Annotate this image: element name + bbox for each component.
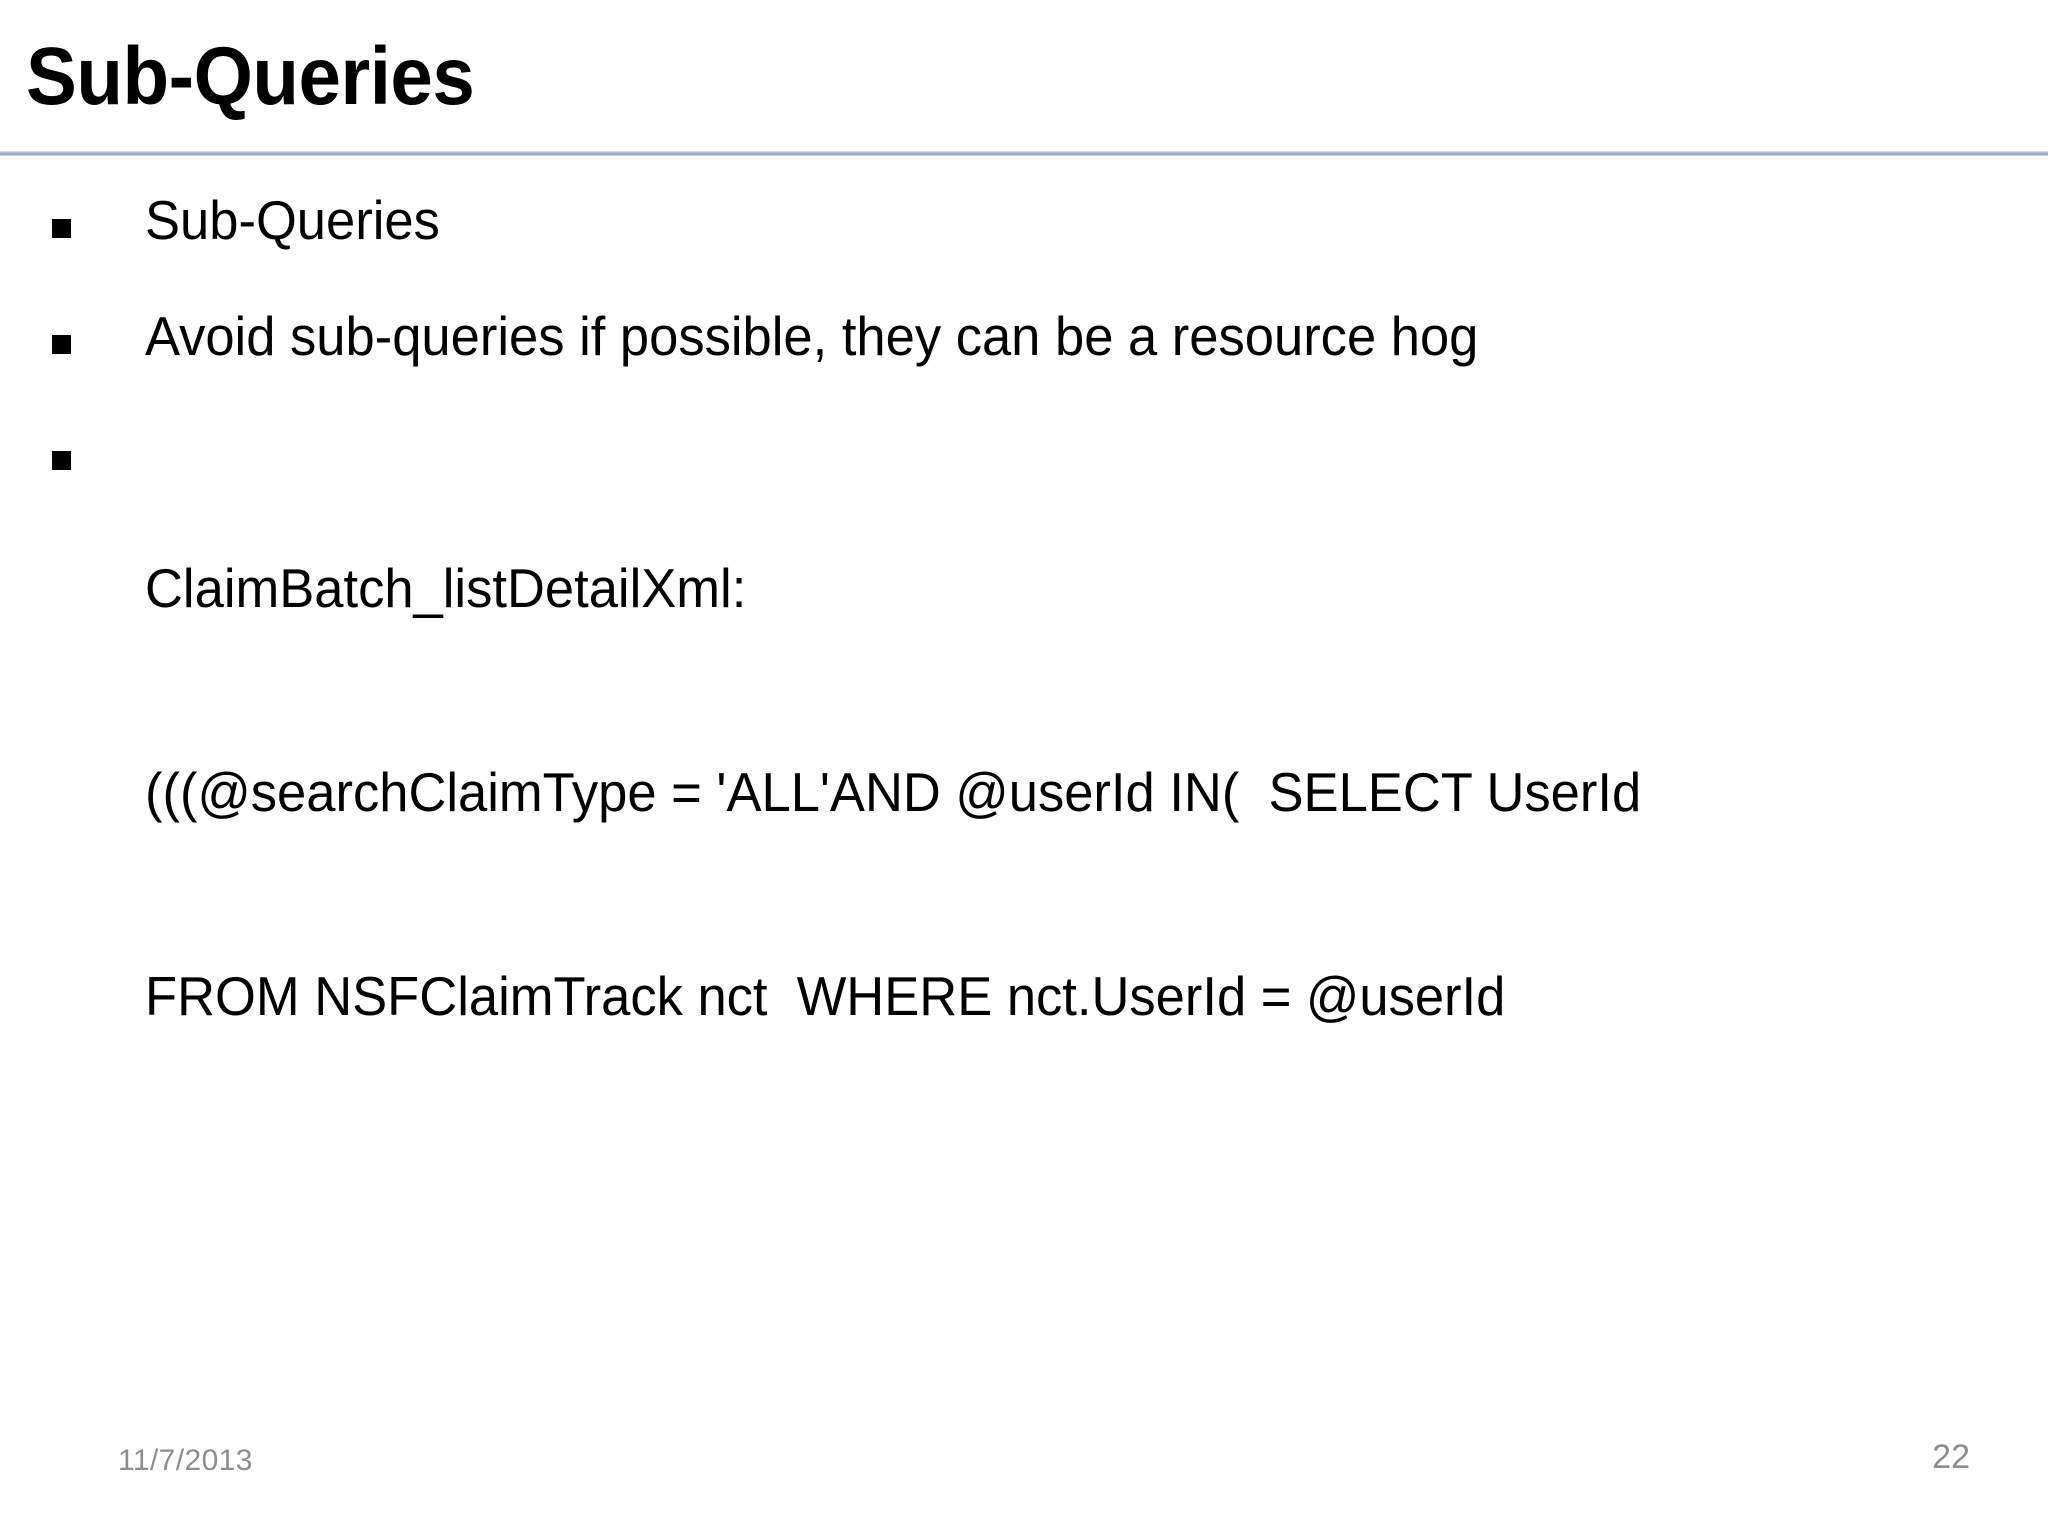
page-title: Sub-Queries — [26, 30, 475, 122]
list-item: Avoid sub-queries if possible, they can … — [26, 302, 1926, 370]
list-item: ClaimBatch_listDetailXml: (((@searchClai… — [26, 418, 1926, 1166]
procedure-name-label: ClaimBatch_listDetailXml: — [145, 557, 747, 619]
sql-code-line-1: (((@searchClaimType = 'ALL'AND @userId I… — [145, 761, 1642, 823]
list-item: Sub-Queries — [26, 186, 1926, 254]
title-area: Sub-Queries — [26, 22, 2016, 132]
title-divider — [0, 151, 2048, 156]
sql-code-line-2: FROM NSFClaimTrack nct WHERE nct.UserId … — [145, 965, 1506, 1027]
slide-number: 22 — [1932, 1438, 1970, 1476]
list-item-text: ClaimBatch_listDetailXml: (((@searchClai… — [145, 418, 1846, 1166]
list-item-text: Avoid sub-queries if possible, they can … — [145, 305, 1479, 367]
footer-date: 11/7/2013 — [118, 1444, 253, 1477]
square-bullet-icon — [52, 219, 71, 238]
bullet-list: Sub-Queries Avoid sub-queries if possibl… — [26, 186, 1926, 1214]
list-item-text: Sub-Queries — [145, 189, 440, 251]
square-bullet-icon — [52, 451, 71, 470]
square-bullet-icon — [52, 335, 71, 354]
